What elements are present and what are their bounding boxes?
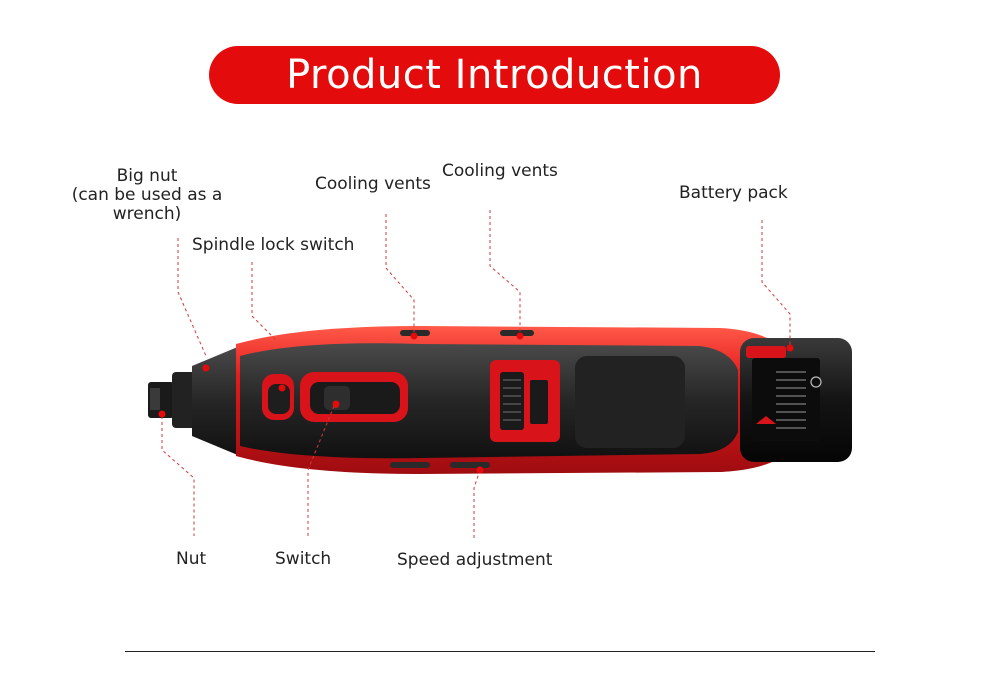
leader-cooling-vents-1 <box>385 214 415 332</box>
label-cooling-vents-1: Cooling vents <box>315 174 431 194</box>
label-big-nut-line-1: Big nut <box>116 166 178 186</box>
label-switch: Switch <box>275 549 332 569</box>
leader-cooling-vents-2 <box>489 210 521 334</box>
leader-spindle-lock <box>251 262 277 341</box>
rear-grip-pad <box>575 356 685 448</box>
label-big-nut-line-2: (can be used as a <box>71 185 223 205</box>
label-speed-adjustment: Speed adjustment <box>397 550 553 570</box>
label-big-nut-line-3: wrench) <box>112 204 182 224</box>
collet-nut <box>148 372 196 428</box>
leader-dots <box>158 332 794 474</box>
label-battery-pack: Battery pack <box>679 183 788 203</box>
recycle-icon <box>810 376 822 388</box>
leader-nut <box>161 416 195 536</box>
label-cooling-vents-2: Cooling vents <box>442 161 558 181</box>
battery-pack <box>740 338 852 462</box>
label-spindle-lock-switch: Spindle lock switch <box>192 235 355 255</box>
leader-big-nut <box>177 238 207 357</box>
speed-dial <box>490 360 560 442</box>
power-switch <box>300 372 408 422</box>
bottom-divider <box>125 651 875 652</box>
label-big-nut: Big nut (can be used as a wrench) <box>64 167 230 224</box>
label-nut: Nut <box>176 549 207 569</box>
nose-cone <box>192 346 240 456</box>
leader-speed-adjustment <box>473 469 481 540</box>
leader-lines <box>161 210 791 540</box>
logo-mark-icon <box>756 416 776 424</box>
spindle-lock-button <box>262 374 294 420</box>
page-title: Product Introduction <box>286 52 703 98</box>
leader-battery-pack <box>761 220 791 346</box>
title-banner: Product Introduction <box>209 46 780 104</box>
